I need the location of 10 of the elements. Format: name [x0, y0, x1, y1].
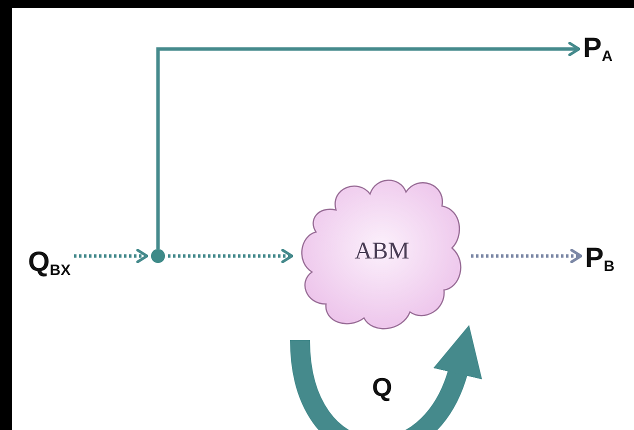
arrow [471, 248, 582, 264]
variable-label: P$_{A}$ [583, 34, 613, 64]
arrow [156, 42, 580, 249]
arrow [168, 248, 294, 264]
curved-arrow [290, 326, 481, 430]
junction-dot [151, 249, 165, 263]
variable-label: Q$_{BX}$ [28, 248, 71, 278]
arrow [74, 248, 148, 264]
variable-label: P$_{B}$ [585, 244, 615, 274]
node-label: ABM [354, 238, 410, 266]
